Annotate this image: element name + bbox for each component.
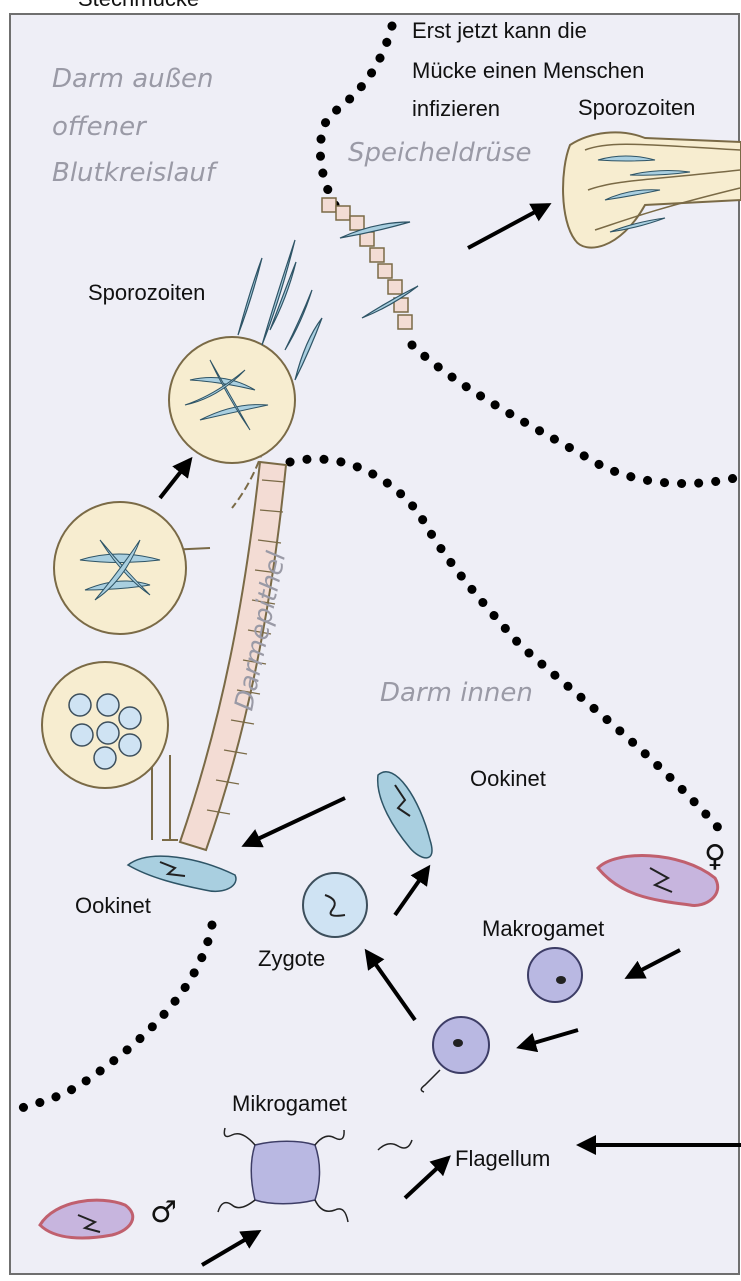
mikrogamet-label: Mikrogamet [232,1093,347,1115]
makrogamet-label: Makrogamet [482,918,604,940]
female-symbol: ♀ [704,842,726,872]
flagellum-label: Flagellum [455,1148,550,1170]
erst-jetzt-line3: infizieren [412,98,500,120]
male-symbol: ♂ [150,1198,177,1228]
sporozoiten-label: Sporozoiten [88,282,205,304]
zygote-label: Zygote [258,948,325,970]
darm-aussen-label: Darm außen [52,66,214,92]
makrogamet-cell [528,948,582,1002]
ookinet-epithel-label: Ookinet [75,895,151,917]
erst-jetzt-line2: Mücke einen Menschen [412,60,644,82]
erst-jetzt-line1: Erst jetzt kann die [412,20,587,42]
blutkreislauf-label: Blutkreislauf [52,160,215,186]
speicheldruese-label: Speicheldrüse [348,140,531,166]
sporozoiten-gland-label: Sporozoiten [578,97,695,119]
zygote [303,873,367,937]
top-cut-label: Stechmücke [78,0,199,10]
offener-label: offener [52,114,146,140]
ookinet-free-label: Ookinet [470,768,546,790]
darm-innen-label: Darm innen [380,680,533,706]
